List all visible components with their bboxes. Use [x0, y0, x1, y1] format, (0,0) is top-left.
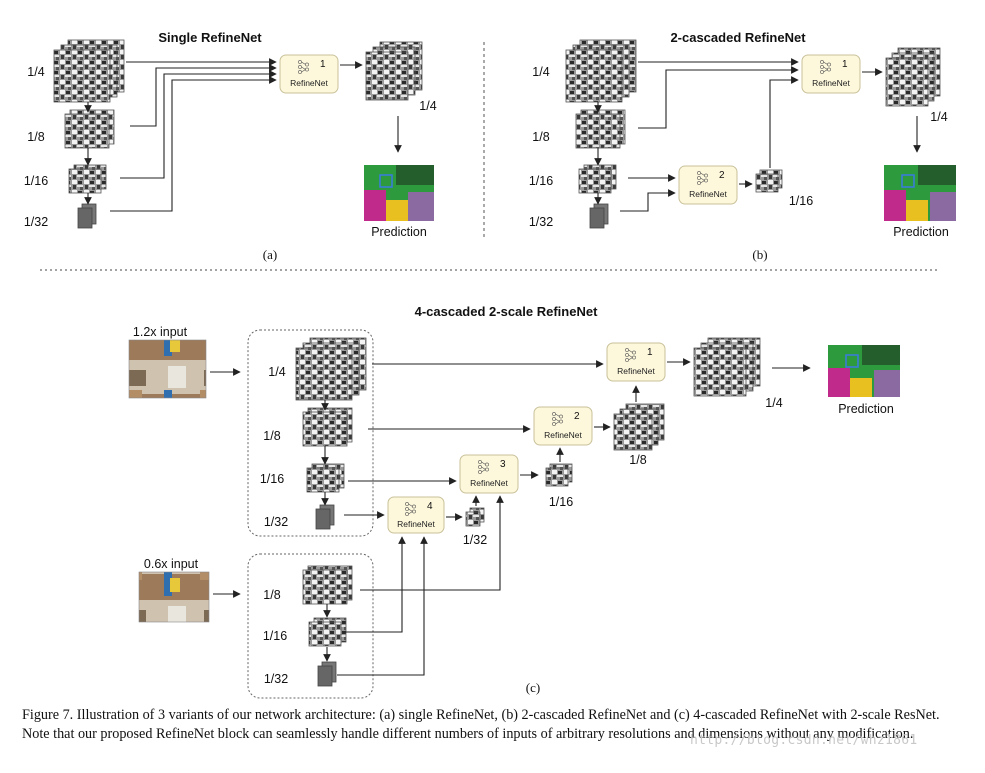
neural-net-icon	[820, 60, 831, 74]
panel-b-refinenet-1-index: 1	[842, 59, 848, 70]
panel-c-input-low-label: 0.6x input	[144, 557, 199, 571]
architecture-figure: Single RefineNet 1/4 1/8 1/16 1/32	[24, 30, 956, 699]
panel-c: 4-cascaded 2-scale RefineNet 1.2x input …	[128, 304, 900, 699]
panel-a-caption-label: (a)	[263, 247, 277, 262]
panel-c-output-feature-map	[693, 337, 761, 397]
panel-a: Single RefineNet 1/4 1/8 1/16 1/32	[24, 30, 437, 262]
panel-c-refinenet-3: 3 RefineNet	[459, 454, 519, 494]
panel-a-output-scale: 1/4	[419, 99, 436, 113]
neural-net-icon	[625, 348, 636, 362]
panel-a-scale-1-8: 1/8	[27, 130, 44, 144]
panel-c-caption-label: (c)	[526, 680, 540, 695]
panel-b-scale-1-8: 1/8	[532, 130, 549, 144]
panel-b-refinenet-2-index: 2	[719, 170, 725, 181]
panel-a-scale-1-16: 1/16	[24, 174, 48, 188]
panel-a-refinenet-1-label: RefineNet	[290, 78, 328, 88]
panel-c-intermediate-scale-1-16: 1/16	[549, 495, 573, 509]
panel-a-refinenet-1-index: 1	[320, 59, 326, 70]
panel-b-refinenet-2-label: RefineNet	[689, 189, 727, 199]
panel-b-caption-label: (b)	[752, 247, 767, 262]
panel-c-high-scale-1-4: 1/4	[268, 365, 285, 379]
panel-c-high-scale-1-32: 1/32	[264, 515, 288, 529]
panel-c-refinenet-4-index: 4	[427, 501, 433, 512]
panel-c-intermediate-scale-1-8: 1/8	[629, 453, 646, 467]
panel-b-feature-map-1-4	[565, 39, 637, 103]
panel-b-scale-1-32: 1/32	[529, 215, 553, 229]
panel-c-high-feature-map-1-8	[302, 407, 353, 447]
panel-b-refinenet-1: 1 RefineNet	[801, 54, 861, 94]
panel-c-high-feature-map-1-16	[306, 463, 345, 493]
panel-a-output-feature-map	[365, 41, 423, 101]
panel-b-refinenet-1-label: RefineNet	[812, 78, 850, 88]
panel-c-low-feature-map-1-32	[317, 661, 337, 687]
neural-net-icon	[405, 502, 416, 516]
panel-b-output-feature-map	[885, 47, 941, 107]
panel-a-prediction-label: Prediction	[371, 225, 427, 239]
panel-b-title: 2-cascaded RefineNet	[670, 30, 806, 45]
panel-c-high-scale-1-8: 1/8	[263, 429, 280, 443]
panel-a-title: Single RefineNet	[158, 30, 262, 45]
panel-a-refinenet-1: 1 RefineNet	[279, 54, 339, 94]
panel-b-output-scale: 1/4	[930, 110, 947, 124]
panel-c-refinenet-1: 1 RefineNet	[606, 342, 666, 382]
panel-c-refinenet-2-index: 2	[574, 411, 580, 422]
panel-c-refinenet-4-label: RefineNet	[397, 519, 435, 529]
panel-c-refinenet-2: 2 RefineNet	[533, 406, 593, 446]
panel-c-refinenet-1-index: 1	[647, 347, 653, 358]
panel-a-prediction-image	[364, 165, 434, 221]
panel-c-low-scale-1-16: 1/16	[263, 629, 287, 643]
panel-b-feature-map-1-8	[575, 109, 626, 149]
panel-b-feature-map-1-16	[578, 164, 617, 194]
panel-c-high-scale-1-16: 1/16	[260, 472, 284, 486]
panel-b-prediction-image	[884, 165, 956, 221]
neural-net-icon	[478, 460, 489, 474]
panel-b-scale-1-16: 1/16	[529, 174, 553, 188]
panel-c-input-high-image	[128, 339, 207, 399]
panel-b-refinenet-2: 2 RefineNet	[678, 165, 738, 205]
panel-c-input-high-label: 1.2x input	[133, 325, 188, 339]
panel-c-low-res-group	[247, 553, 374, 699]
panel-c-low-feature-map-1-16	[308, 617, 347, 647]
panel-c-high-feature-map-1-4	[295, 337, 367, 401]
panel-a-feature-map-1-32	[77, 203, 97, 229]
panel-c-output-scale: 1/4	[765, 396, 782, 410]
panel-c-title: 4-cascaded 2-scale RefineNet	[415, 304, 598, 319]
panel-c-refinenet-3-label: RefineNet	[470, 478, 508, 488]
panel-c-prediction-label: Prediction	[838, 402, 894, 416]
panel-a-feature-map-1-4	[53, 39, 125, 103]
panel-c-high-feature-map-1-32	[315, 504, 335, 530]
panel-c-low-feature-map-1-8	[302, 565, 353, 605]
panel-c-low-scale-1-8: 1/8	[263, 588, 280, 602]
panel-b-prediction-label: Prediction	[893, 225, 949, 239]
panel-a-feature-map-1-16	[68, 164, 107, 194]
panel-c-refinenet-1-label: RefineNet	[617, 366, 655, 376]
neural-net-icon	[552, 412, 563, 426]
panel-c-intermediate-feature-map-1-8	[613, 403, 665, 451]
figure-caption: Figure 7. Illustration of 3 variants of …	[22, 707, 940, 742]
panel-b-scale-1-4: 1/4	[532, 65, 549, 79]
panel-b-feature-map-1-32	[589, 203, 609, 229]
panel-b-intermediate-scale: 1/16	[789, 194, 813, 208]
panel-c-intermediate-feature-map-1-16	[545, 463, 573, 487]
panel-c-prediction-image	[828, 345, 900, 397]
panel-c-low-scale-1-32: 1/32	[264, 672, 288, 686]
panel-c-refinenet-3-index: 3	[500, 459, 506, 470]
panel-c-refinenet-2-label: RefineNet	[544, 430, 582, 440]
panel-b-intermediate-feature-map	[755, 169, 783, 193]
panel-c-refinenet-4: 4 RefineNet	[387, 496, 445, 534]
neural-net-icon	[697, 171, 708, 185]
panel-a-scale-1-32: 1/32	[24, 215, 48, 229]
neural-net-icon	[298, 60, 309, 74]
panel-a-scale-1-4: 1/4	[27, 65, 44, 79]
panel-c-intermediate-scale-1-32: 1/32	[463, 533, 487, 547]
panel-c-input-low-image	[138, 571, 210, 623]
panel-b: 2-cascaded RefineNet 1/4 1/8 1/16 1/32	[529, 30, 956, 262]
panel-a-feature-map-1-8	[64, 109, 115, 149]
panel-c-intermediate-feature-map-1-32	[465, 507, 485, 527]
watermark: http://blog.csdn.net/whz1861	[690, 733, 918, 748]
